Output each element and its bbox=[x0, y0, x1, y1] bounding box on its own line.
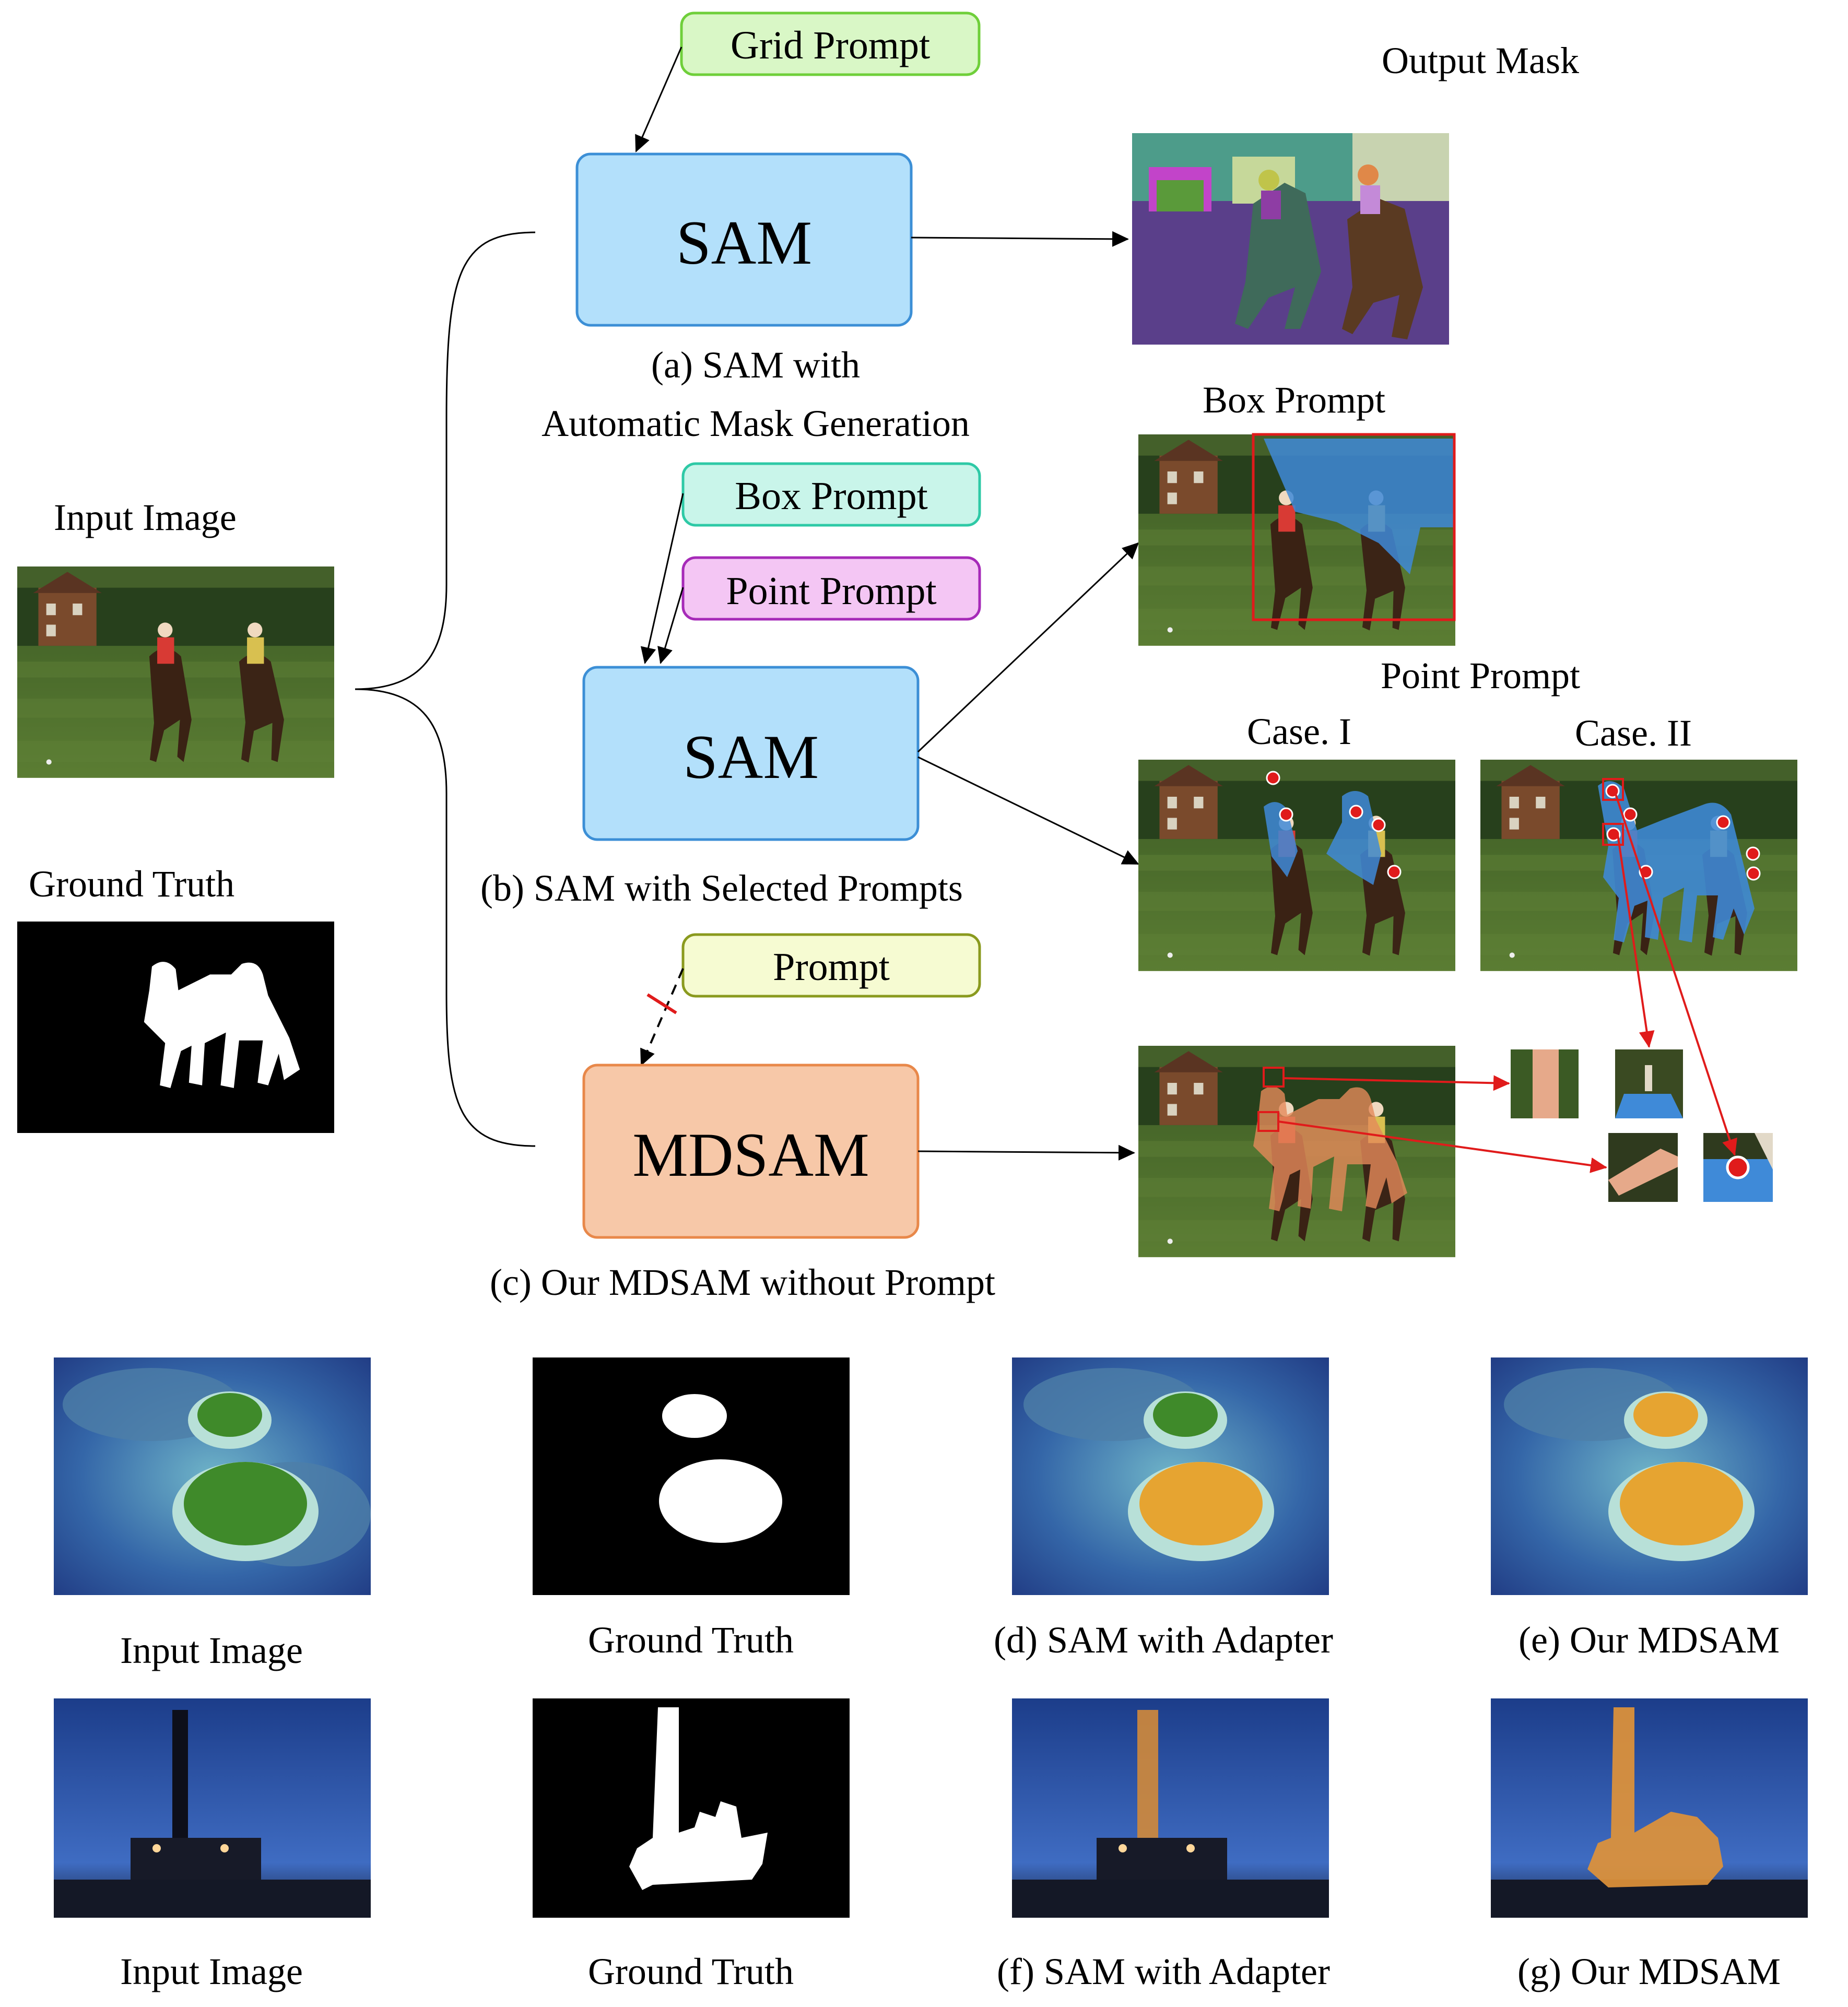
point-prompt-box: Point Prompt bbox=[681, 556, 981, 621]
row1-label-4: (e) Our MDSAM bbox=[1519, 1619, 1780, 1661]
ground-truth-mask-polo bbox=[17, 922, 334, 1133]
case-1-label: Case. I bbox=[1247, 711, 1351, 752]
arrow-mdsam-to-output bbox=[917, 1144, 1135, 1161]
arrow-box-to-sam bbox=[640, 493, 684, 664]
row2-label-3: (f) SAM with Adapter bbox=[997, 1951, 1330, 1992]
input-image-polo bbox=[17, 566, 334, 778]
red-arrow-1 bbox=[1283, 1075, 1510, 1091]
input-image-label: Input Image bbox=[54, 497, 237, 538]
caption-a-line1: (a) SAM with bbox=[651, 344, 860, 386]
row2-label-2: Ground Truth bbox=[588, 1951, 794, 1992]
row1-label-2: Ground Truth bbox=[588, 1619, 794, 1661]
row1-input-image bbox=[54, 1357, 371, 1595]
point-prompt-case-1 bbox=[1138, 760, 1455, 971]
caption-a-line2: Automatic Mask Generation bbox=[542, 403, 970, 444]
caption-c: (c) Our MDSAM without Prompt bbox=[490, 1261, 995, 1303]
svg-text:SAM: SAM bbox=[676, 208, 812, 277]
sam-box-b: SAM bbox=[582, 666, 920, 841]
box-prompt-output bbox=[1138, 433, 1456, 646]
row2-label-4: (g) Our MDSAM bbox=[1517, 1951, 1781, 1992]
arrow-point-to-sam bbox=[657, 587, 684, 664]
red-arrow-3 bbox=[1617, 834, 1655, 1048]
grid-prompt-box: Grid Prompt bbox=[680, 11, 981, 76]
zoom-crop-4 bbox=[1703, 1133, 1773, 1202]
arrow-sam-b-to-box bbox=[917, 542, 1139, 753]
row2-mdsam bbox=[1491, 1698, 1808, 1918]
arrow-prompt-to-mdsam-dashed bbox=[640, 968, 684, 1066]
svg-text:SAM: SAM bbox=[683, 722, 819, 792]
caption-b: (b) SAM with Selected Prompts bbox=[480, 867, 963, 909]
row1-sam-adapter bbox=[1012, 1357, 1329, 1595]
sam-box-a: SAM bbox=[575, 152, 913, 327]
row2-ground-truth bbox=[533, 1698, 850, 1918]
box-prompt-box: Box Prompt bbox=[681, 462, 981, 527]
zoom-crop-1 bbox=[1511, 1049, 1579, 1118]
row2-sam-adapter bbox=[1012, 1698, 1329, 1918]
row1-label-3: (d) SAM with Adapter bbox=[994, 1619, 1333, 1661]
zoom-crop-3 bbox=[1608, 1133, 1678, 1202]
arrow-sam-a-to-output bbox=[911, 231, 1129, 247]
point-prompt-output-label: Point Prompt bbox=[1381, 655, 1580, 696]
row2-label-1: Input Image bbox=[120, 1951, 303, 1992]
row1-mdsam bbox=[1491, 1357, 1808, 1595]
svg-text:Grid Prompt: Grid Prompt bbox=[731, 23, 930, 67]
row1-ground-truth bbox=[533, 1357, 850, 1595]
row2-input-image bbox=[54, 1698, 371, 1918]
svg-text:Point Prompt: Point Prompt bbox=[726, 569, 936, 613]
svg-text:MDSAM: MDSAM bbox=[632, 1120, 869, 1189]
zoom-crop-2 bbox=[1615, 1049, 1683, 1118]
output-mask-label: Output Mask bbox=[1382, 40, 1579, 81]
svg-text:Box Prompt: Box Prompt bbox=[735, 474, 928, 518]
row1-label-1: Input Image bbox=[120, 1630, 303, 1671]
cross-mark bbox=[646, 993, 677, 1014]
arrow-sam-b-to-point bbox=[917, 756, 1139, 865]
arrow-grid-to-sam bbox=[635, 46, 682, 152]
red-arrow-2 bbox=[1278, 1120, 1607, 1173]
brace bbox=[355, 231, 536, 1147]
red-arrow-4 bbox=[1614, 790, 1737, 1156]
mdsam-box: MDSAM bbox=[582, 1064, 920, 1239]
svg-text:Prompt: Prompt bbox=[773, 945, 890, 989]
box-prompt-output-label: Box Prompt bbox=[1203, 379, 1385, 421]
ground-truth-label: Ground Truth bbox=[29, 863, 234, 905]
case-2-label: Case. II bbox=[1575, 712, 1692, 754]
output-mask-automatic bbox=[1132, 133, 1449, 345]
generic-prompt-box: Prompt bbox=[681, 933, 981, 998]
